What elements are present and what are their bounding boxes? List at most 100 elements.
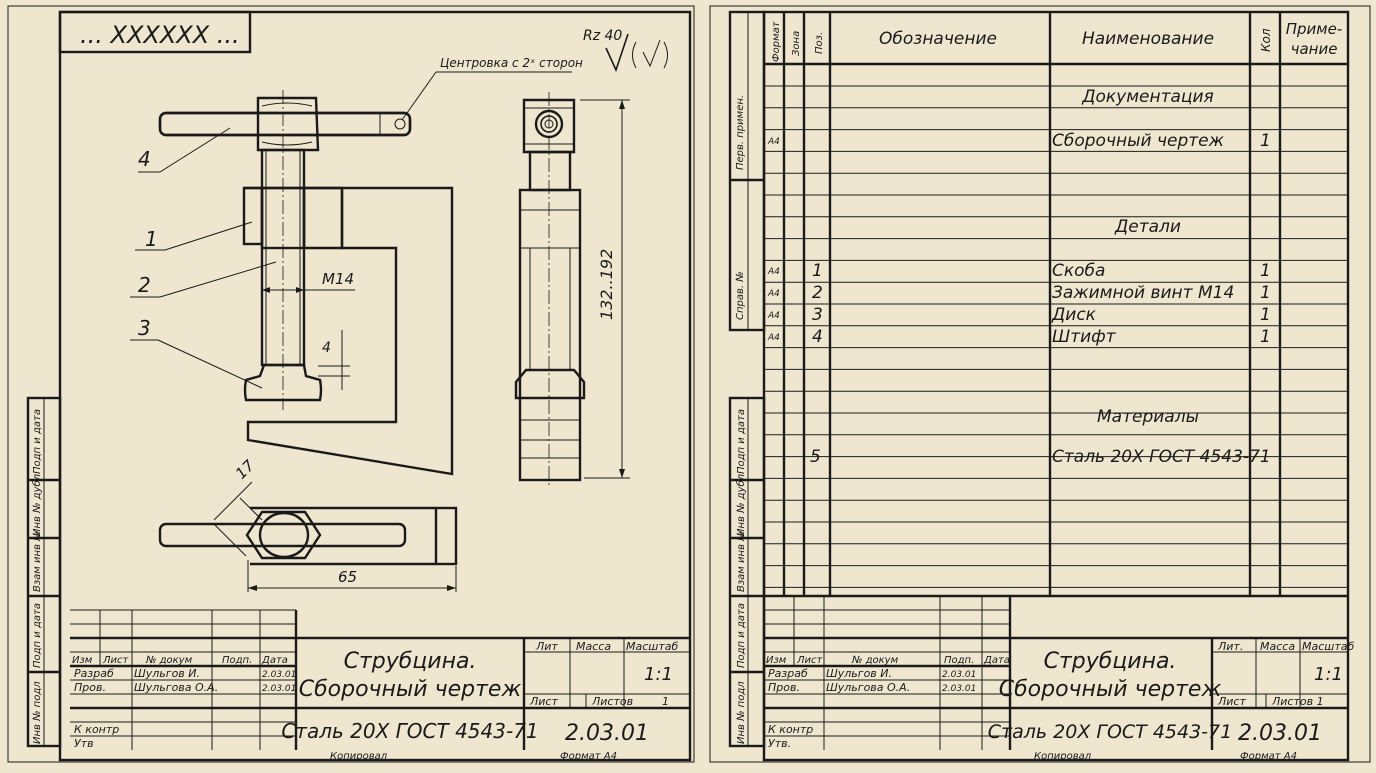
dim4-label: 4 — [322, 340, 331, 356]
callout-2-leader — [159, 261, 277, 298]
ltb-lit: Лит — [535, 640, 558, 653]
rtb-mass: Масса — [1260, 640, 1295, 653]
spec-row-format-a4-drawing: A4 — [767, 137, 780, 147]
ltb-material: Сталь 20Х ГОСТ 4543-71 — [281, 719, 538, 743]
rtb-title-2: Сборочный чертеж — [999, 677, 1222, 702]
spec-h-qty: Кол — [1259, 28, 1273, 52]
ltb-razrab: Разраб — [74, 667, 114, 680]
right-stamp-label-1: Подп и дата — [736, 603, 747, 668]
spec-item-drawing: Сборочный чертеж — [1052, 131, 1225, 151]
right-side-top-label-0: Перв. примен. — [735, 95, 746, 170]
ltb-sheet: Лист — [529, 695, 558, 708]
left-side-stamp: Инв № подл Подп и дата Взам инв № Инв № … — [26, 396, 62, 748]
rtb-material: Сталь 20Х ГОСТ 4543-71 — [988, 721, 1232, 743]
roughness-label: Rz 40 — [583, 28, 622, 44]
disc-part — [243, 363, 323, 402]
rtb-utv: Утв. — [768, 737, 791, 750]
spec-row-lines — [764, 85, 1348, 588]
rtb-razrab: Разраб — [768, 667, 808, 680]
left-title-block: Изм Лист № докум Подп. Дата Разраб Шульг… — [70, 609, 690, 762]
spec-section-materials: Материалы — [1097, 407, 1199, 427]
roughness-check-small-icon — [642, 39, 661, 68]
callout-1-leader — [164, 221, 253, 251]
left-stamp-label-2: Взам инв № — [32, 530, 43, 592]
right-side-top-label-1: Справ. № — [735, 271, 746, 320]
doc-code-text: ... XXXXXX ... — [80, 21, 240, 49]
ltb-h-doc: № докум — [145, 655, 193, 666]
side-view: 132..192 — [514, 92, 630, 488]
spec-pos-3: 3 — [812, 305, 823, 325]
height-label: 132..192 — [597, 249, 616, 320]
ltb-prov-name: Шульгова О.А. — [134, 681, 218, 694]
spec-h-format: Формат — [771, 20, 782, 62]
left-stamp-label-1: Подп и дата — [32, 603, 43, 668]
doc-code-box — [58, 10, 252, 54]
right-side-stamp-frame — [728, 396, 766, 748]
roughness-paren-left — [632, 41, 637, 69]
callout-4: 4 — [138, 147, 151, 171]
rtb-h-sign: Подп. — [944, 655, 974, 666]
spec-item-3: Диск — [1051, 305, 1097, 325]
spec-item-4: Штифт — [1052, 327, 1117, 347]
rtb-kontr: К контр — [768, 723, 813, 736]
side-head — [522, 98, 576, 154]
screw-head-chamfer — [261, 102, 313, 146]
right-outer-border — [709, 5, 1371, 763]
right-top-side-frame — [728, 10, 766, 332]
right-stamp-label-4: Подп и дата — [736, 409, 747, 474]
ltb-h-list: Лист — [102, 655, 130, 666]
spec-pos-1: 1 — [812, 261, 823, 281]
rtb-prov: Пров. — [768, 681, 800, 694]
rtb-h-izm: Изм — [766, 655, 787, 666]
rtb-h-list: Лист — [796, 655, 824, 666]
left-stamp-label-3: Инв № дубл — [31, 473, 43, 536]
dim65-label: 65 — [338, 568, 357, 586]
spec-item-1: Скоба — [1052, 261, 1105, 281]
spec-item-5: Сталь 20Х ГОСТ 4543-71 — [1052, 447, 1271, 467]
ltb-code: 2.03.01 — [565, 721, 649, 746]
top-pin — [158, 522, 407, 548]
ltb-razrab-name: Шульгов И. — [134, 667, 200, 680]
ltb-copied: Копировал — [330, 751, 388, 762]
dim17-ext2 — [213, 523, 247, 557]
ltb-format: Формат A4 — [560, 751, 617, 762]
ltb-mass: Масса — [576, 640, 611, 653]
rtb-prov-date: 2.03.01 — [942, 684, 976, 694]
rtb-title-1: Струбцина. — [1044, 649, 1177, 674]
rtb-scale-value: 1:1 — [1314, 664, 1343, 685]
callout-2: 2 — [138, 273, 151, 297]
spec-qty-1: 1 — [1260, 261, 1271, 281]
spec-format-2: A4 — [767, 289, 780, 299]
left-stamp-label-0: Инв № подл — [32, 681, 43, 744]
rtb-lit: Лит. — [1217, 640, 1243, 653]
callout-4-leader — [159, 127, 231, 173]
right-frame — [762, 10, 1350, 762]
ltb-sheets-value: 1 — [662, 695, 669, 708]
left-sheet: ... XXXXXX ... Rz 40 Центровка с 2ˣ стор… — [7, 5, 695, 763]
right-stamp-label-3: Инв № дубл — [735, 473, 747, 536]
spec-h-note-1: Приме- — [1286, 20, 1343, 38]
spec-qty-3: 1 — [1260, 305, 1271, 325]
left-outer-border — [7, 5, 695, 763]
spec-h-zone: Зона — [791, 31, 802, 56]
spec-pos-5: 5 — [810, 447, 821, 467]
right-sheet: Перв. примен. Справ. № Формат Зона Поз. … — [709, 5, 1371, 763]
ltb-h-sign: Подп. — [222, 655, 252, 666]
spec-qty-drawing: 1 — [1260, 131, 1271, 151]
spec-pos-4: 4 — [812, 327, 823, 347]
ltb-prov: Пров. — [74, 681, 106, 694]
top-screw-hex — [245, 510, 322, 560]
spec-format-3: A4 — [767, 311, 780, 321]
centering-note: Центровка с 2ˣ сторон — [440, 56, 583, 70]
rtb-h-doc: № докум — [851, 655, 899, 666]
left-stamp-label-4: Подп и дата — [32, 409, 43, 474]
spec-format-1: A4 — [767, 267, 780, 277]
ltb-h-date: Дата — [261, 655, 288, 666]
left-frame — [58, 10, 692, 762]
spec-qty-4: 1 — [1260, 327, 1271, 347]
ltb-title-2: Сборочный чертеж — [299, 677, 522, 702]
top-bracket-edges — [250, 506, 436, 566]
ltb-h-izm: Изм — [72, 655, 93, 666]
